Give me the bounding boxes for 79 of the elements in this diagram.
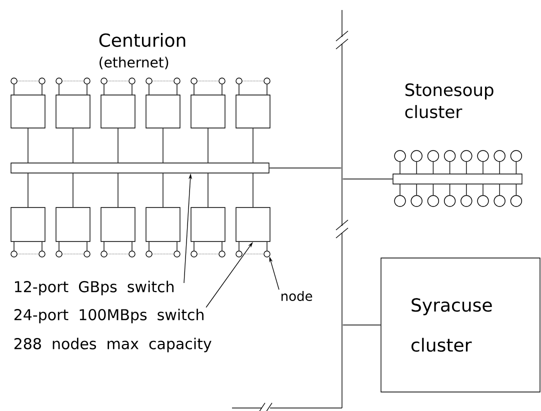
switch-box bbox=[236, 94, 270, 128]
node-circle bbox=[510, 150, 522, 162]
connector-line bbox=[266, 242, 268, 251]
connector-line bbox=[252, 128, 254, 163]
heading: Centurion bbox=[99, 33, 186, 47]
switch-box bbox=[10, 207, 46, 242]
connector-line bbox=[148, 242, 150, 251]
node-circle bbox=[444, 150, 456, 162]
connector-line bbox=[432, 184, 434, 196]
node-circle bbox=[427, 150, 440, 162]
node-circle bbox=[410, 195, 422, 207]
connector-line bbox=[72, 173, 74, 208]
node-circle bbox=[494, 150, 506, 162]
switch-box bbox=[56, 207, 90, 242]
switch-box bbox=[56, 94, 90, 128]
connector-line bbox=[162, 173, 164, 208]
connector-line bbox=[86, 84, 88, 95]
connector-line bbox=[449, 184, 450, 196]
connector-line bbox=[342, 324, 381, 326]
connector-line bbox=[86, 242, 88, 251]
bus-line bbox=[336, 10, 348, 408]
connector-line bbox=[516, 162, 517, 174]
connector-line bbox=[516, 184, 517, 196]
annotation-text: node bbox=[282, 290, 312, 302]
switch-box bbox=[146, 207, 180, 242]
connector-line bbox=[148, 84, 150, 95]
connector-line bbox=[176, 242, 178, 251]
switch-bar bbox=[392, 174, 522, 184]
switch-box bbox=[146, 94, 180, 128]
connector-line bbox=[482, 162, 484, 174]
connector-line bbox=[238, 84, 240, 95]
node-circle bbox=[394, 150, 406, 162]
dotted-line bbox=[17, 80, 39, 82]
note-text: 288 nodes max capacity bbox=[14, 338, 212, 352]
node-circle bbox=[477, 150, 489, 162]
connector-line bbox=[266, 84, 268, 95]
dotted-line bbox=[152, 80, 174, 82]
connector-line bbox=[238, 242, 240, 251]
connector-line bbox=[432, 162, 434, 174]
connector-line bbox=[342, 178, 393, 180]
connector-line bbox=[252, 173, 254, 208]
node-circle bbox=[494, 195, 506, 207]
switch-box bbox=[236, 207, 270, 242]
annotation-text: 24-port 100MBps switch bbox=[14, 308, 204, 324]
switch-box bbox=[100, 207, 136, 242]
node-circle bbox=[460, 150, 472, 162]
switch-box bbox=[190, 94, 226, 128]
connector-line bbox=[416, 162, 417, 174]
connector-line bbox=[499, 184, 500, 196]
node-circle bbox=[427, 195, 440, 207]
annotation-text: 12-port GBps switch bbox=[15, 280, 174, 296]
node-circle bbox=[444, 195, 456, 207]
dotted-line bbox=[107, 80, 129, 82]
connector-line bbox=[58, 84, 60, 95]
connector-line bbox=[466, 162, 467, 174]
connector-line bbox=[416, 184, 417, 196]
connector-line bbox=[72, 128, 74, 163]
switch-bar bbox=[10, 162, 270, 174]
node-circle bbox=[477, 195, 489, 207]
switch-box bbox=[100, 94, 136, 128]
subheading: (ethernet) bbox=[100, 56, 168, 70]
node-circle bbox=[510, 195, 522, 207]
node-circle bbox=[410, 150, 422, 162]
connector-line bbox=[499, 162, 500, 174]
connector-line bbox=[58, 242, 60, 251]
cluster-label: Stonesoup cluster bbox=[405, 83, 494, 118]
connector-line bbox=[162, 128, 164, 163]
connector-line bbox=[482, 184, 484, 196]
node-circle bbox=[394, 195, 406, 207]
cluster-box: Syracuse cluster bbox=[380, 258, 540, 392]
connector-line bbox=[466, 184, 467, 196]
node-circle bbox=[460, 195, 472, 207]
switch-box bbox=[190, 207, 226, 242]
switch-box bbox=[10, 94, 46, 128]
connector-line bbox=[449, 162, 450, 174]
dotted-line bbox=[197, 80, 219, 82]
dotted-line bbox=[242, 80, 264, 82]
dotted-line bbox=[62, 80, 84, 82]
connector-line bbox=[176, 84, 178, 95]
